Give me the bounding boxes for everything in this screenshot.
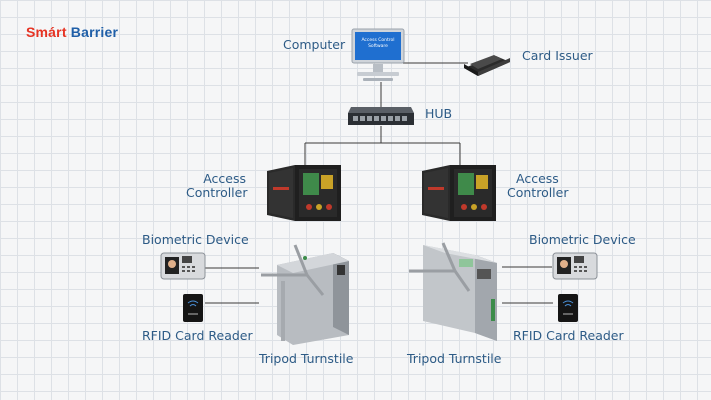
access-controller-right-label: Access Controller	[507, 172, 569, 200]
tripod-turnstile-left-label: Tripod Turnstile	[259, 351, 354, 366]
biometric-device-left-icon	[160, 252, 206, 280]
screen-text: Access Control Software	[355, 38, 401, 50]
tripod-turnstile-right-label: Tripod Turnstile	[407, 351, 502, 366]
card-issuer-label: Card Issuer	[522, 48, 593, 63]
biometric-device-left-label: Biometric Device	[142, 232, 249, 247]
biometric-device-right-label: Biometric Device	[529, 232, 636, 247]
hub-icon	[348, 107, 414, 125]
rfid-card-reader-right-icon	[558, 294, 578, 322]
access-controller-left-line-2: Controller	[186, 185, 248, 200]
access-controller-right-line-2: Controller	[507, 185, 569, 200]
access-controller-right-icon	[422, 165, 496, 221]
access-controller-left-line-1: Access	[203, 171, 246, 186]
tripod-turnstile-left-icon	[261, 244, 349, 345]
screen-line-2: Software	[368, 44, 388, 49]
rfid-card-reader-left-icon	[183, 294, 203, 322]
access-controller-left-label: Access Controller	[186, 171, 248, 200]
rfid-card-reader-right-label: RFID Card Reader	[513, 328, 624, 343]
logo-text-barrier: Barrier	[70, 24, 119, 40]
access-controller-right-line-1: Access	[516, 171, 559, 186]
rfid-card-reader-left-label: RFID Card Reader	[142, 328, 253, 343]
screen-line-1: Access Control	[361, 38, 395, 43]
tripod-turnstile-right-icon	[409, 242, 497, 341]
computer-icon	[351, 28, 405, 81]
access-controller-left-icon	[267, 165, 341, 221]
card-issuer-icon	[464, 55, 510, 76]
biometric-device-right-icon	[552, 252, 598, 280]
hub-label: HUB	[425, 106, 453, 121]
logo-text-smart: Smárt	[26, 24, 67, 40]
computer-label: Computer	[283, 37, 346, 52]
brand-logo: Smárt Barrier	[26, 24, 118, 40]
